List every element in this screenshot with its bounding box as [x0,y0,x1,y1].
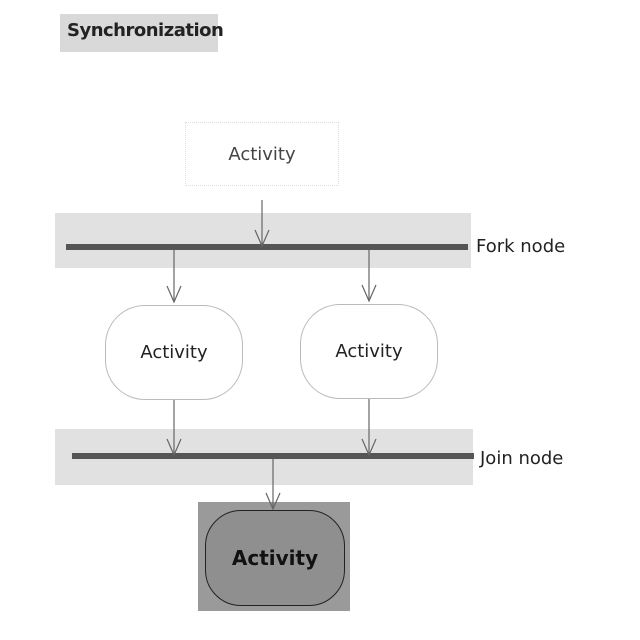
fork-node-label: Fork node [476,236,566,257]
join-node-bar [72,453,474,459]
activity-branch-right: Activity [300,304,438,399]
activity-initial: Activity [185,122,339,186]
activity-final: Activity [205,510,345,606]
fork-node-band [55,213,471,268]
diagram-title: Synchronization [60,14,224,52]
fork-node-bar [66,244,468,250]
activity-branch-left: Activity [105,305,243,400]
join-node-label: Join node [480,448,564,469]
